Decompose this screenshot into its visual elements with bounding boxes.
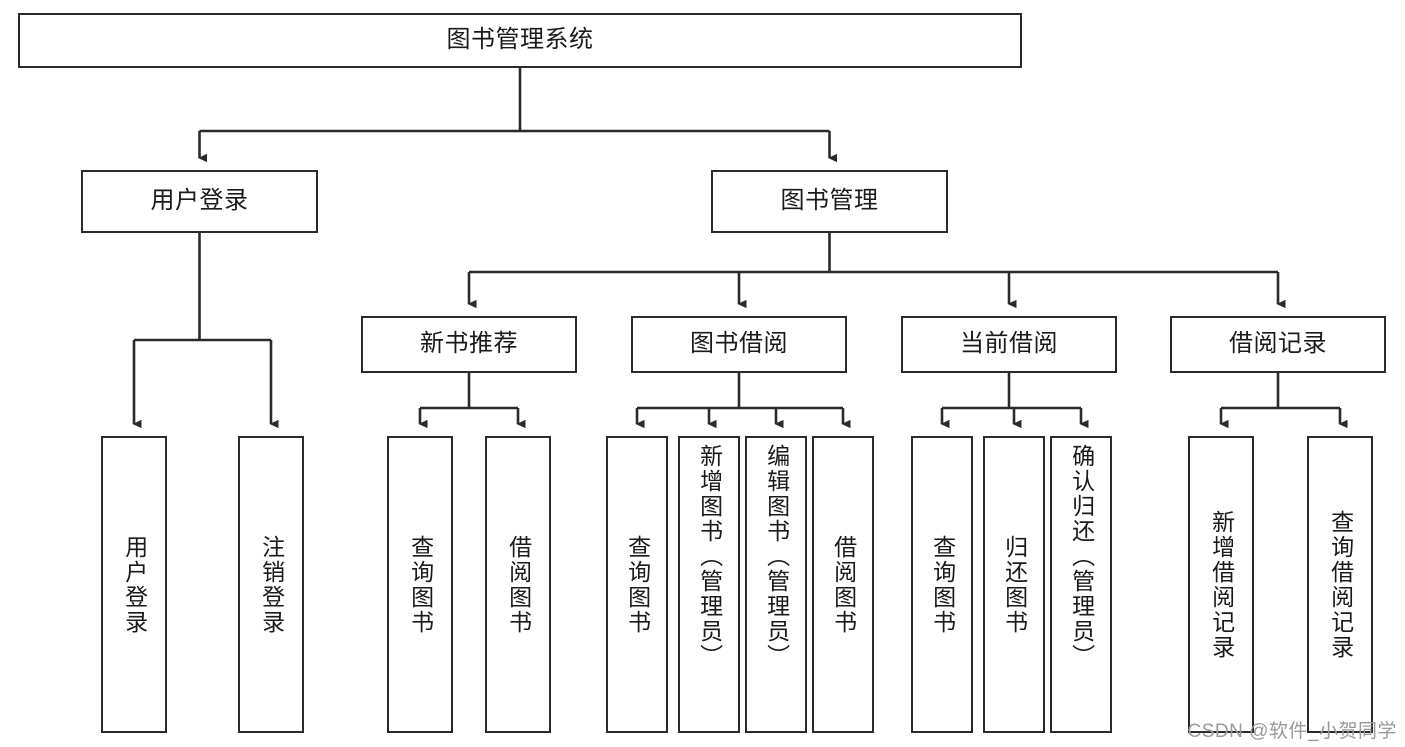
node-leaf-borrow-book-rec[interactable]: 借阅图书 <box>485 436 551 733</box>
node-borrow-record-label: 借阅记录 <box>1229 330 1327 358</box>
node-book-manage[interactable]: 图书管理 <box>711 170 948 233</box>
node-leaf-query-book-borrow-label: 查询图书 <box>624 534 651 635</box>
node-leaf-query-record[interactable]: 查询借阅记录 <box>1307 436 1373 733</box>
node-leaf-query-book-borrow[interactable]: 查询图书 <box>606 436 668 733</box>
node-leaf-user-login[interactable]: 用户登录 <box>101 436 167 733</box>
connectors-root-to-level2 <box>200 68 830 158</box>
node-leaf-query-book-cur[interactable]: 查询图书 <box>911 436 973 733</box>
node-new-book-rec-label: 新书推荐 <box>420 330 518 358</box>
node-current-borrow-label: 当前借阅 <box>960 330 1058 358</box>
connectors-bookmanage-to-level3 <box>469 233 1278 304</box>
connectors-bookborrow-to-leaves <box>637 373 843 424</box>
node-root-label: 图书管理系统 <box>446 26 594 54</box>
node-leaf-add-book-label: 新增图书（管理员） <box>696 444 723 669</box>
node-book-borrow-label: 图书借阅 <box>690 330 788 358</box>
node-leaf-logout[interactable]: 注销登录 <box>238 436 304 733</box>
node-current-borrow[interactable]: 当前借阅 <box>901 316 1117 373</box>
node-leaf-query-book-cur-label: 查询图书 <box>929 534 956 635</box>
node-user-login-label: 用户登录 <box>150 187 249 215</box>
connectors-borrowrecord-to-leaves <box>1221 373 1340 424</box>
node-leaf-return-book-label: 归还图书 <box>1001 534 1028 635</box>
connectors-userlogin-to-leaves <box>134 233 271 424</box>
node-leaf-query-book-rec[interactable]: 查询图书 <box>387 436 453 733</box>
node-leaf-query-record-label: 查询借阅记录 <box>1327 509 1354 660</box>
node-leaf-confirm-return[interactable]: 确认归还（管理员） <box>1050 436 1112 733</box>
node-leaf-borrow-book-label: 借阅图书 <box>830 534 857 635</box>
node-leaf-query-book-rec-label: 查询图书 <box>407 534 434 635</box>
node-leaf-user-login-label: 用户登录 <box>121 534 148 635</box>
watermark-text: CSDN @软件_小贺同学 <box>1187 721 1397 742</box>
node-user-login[interactable]: 用户登录 <box>81 170 318 233</box>
node-leaf-add-record-label: 新增借阅记录 <box>1208 509 1235 660</box>
node-borrow-record[interactable]: 借阅记录 <box>1170 316 1386 373</box>
node-new-book-rec[interactable]: 新书推荐 <box>361 316 577 373</box>
connectors-newbook-to-leaves <box>420 373 518 424</box>
node-leaf-add-book[interactable]: 新增图书（管理员） <box>678 436 740 733</box>
node-leaf-add-record[interactable]: 新增借阅记录 <box>1188 436 1254 733</box>
node-book-borrow[interactable]: 图书借阅 <box>631 316 847 373</box>
connectors-currentborrow-to-leaves <box>942 373 1081 424</box>
node-leaf-edit-book[interactable]: 编辑图书（管理员） <box>745 436 807 733</box>
node-book-manage-label: 图书管理 <box>780 187 879 215</box>
node-root-system[interactable]: 图书管理系统 <box>18 13 1022 68</box>
node-leaf-confirm-return-label: 确认归还（管理员） <box>1068 444 1095 669</box>
node-leaf-edit-book-label: 编辑图书（管理员） <box>763 444 790 669</box>
node-leaf-return-book[interactable]: 归还图书 <box>983 436 1045 733</box>
node-leaf-logout-label: 注销登录 <box>258 534 285 635</box>
node-leaf-borrow-book-rec-label: 借阅图书 <box>505 534 532 635</box>
node-leaf-borrow-book[interactable]: 借阅图书 <box>812 436 874 733</box>
